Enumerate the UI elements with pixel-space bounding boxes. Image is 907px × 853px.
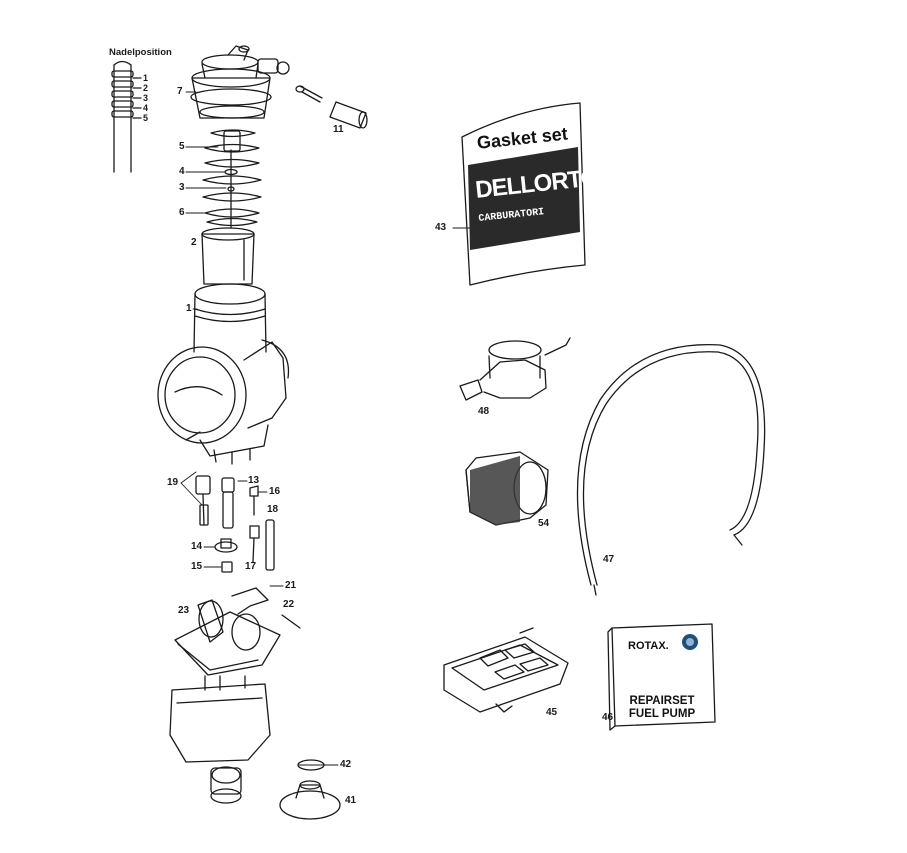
needle-position-4: 4 [143, 103, 149, 113]
part-label-4: 4 [179, 166, 185, 177]
float-assembly-illustration [174, 587, 301, 676]
part-label-11: 11 [333, 124, 344, 135]
part-label-48: 48 [478, 406, 490, 417]
adjuster-fitting-illustration [257, 58, 368, 129]
needle-position-title: Nadelposition [109, 47, 172, 58]
part-label-16: 16 [269, 486, 281, 497]
part-label-47: 47 [603, 554, 615, 565]
top-cap-illustration [190, 45, 272, 119]
fuel-filter-illustration [459, 337, 571, 401]
part-label-21: 21 [285, 580, 297, 591]
sleeve-shading [470, 456, 520, 525]
rotax-brand: ROTAX. [628, 640, 669, 652]
needle-gauge-illustration [111, 60, 142, 173]
carburetor-body-illustration [157, 283, 290, 465]
needle-position-3: 3 [143, 93, 149, 103]
needle-position-2: 2 [143, 83, 149, 93]
part-label-1: 1 [186, 303, 192, 314]
float-bowl-illustration [169, 675, 271, 804]
part-label-22: 22 [283, 599, 295, 610]
rotax-card-line-1: REPAIRSET [629, 695, 695, 707]
part-label-42: 42 [340, 759, 352, 770]
part-label-23: 23 [178, 605, 190, 616]
part-label-46: 46 [602, 712, 614, 723]
rotax-card-line-2: FUEL PUMP [628, 708, 696, 720]
part-label-5: 5 [179, 141, 185, 152]
rotax-card-illustration [607, 623, 716, 731]
drain-plug-illustration [279, 759, 341, 820]
part-label-2: 2 [191, 237, 197, 248]
needle-position-1: 1 [143, 73, 149, 83]
gasket-brand-panel [468, 147, 580, 250]
part-label-18: 18 [267, 504, 279, 515]
part-label-14: 14 [191, 541, 203, 552]
spring-needle-illustration [202, 129, 262, 229]
part-label-19: 19 [167, 477, 179, 488]
leader-lines [180, 91, 471, 766]
throttle-cable-illustration [576, 343, 766, 596]
fuel-pump-plate-illustration [443, 627, 569, 713]
part-label-17: 17 [245, 561, 257, 572]
gasket-package-illustration [461, 102, 586, 286]
part-label-3: 3 [179, 182, 185, 193]
filled-areas [468, 147, 698, 650]
needle-position-5: 5 [143, 113, 149, 123]
part-label-41: 41 [345, 795, 357, 806]
part-label-15: 15 [191, 561, 203, 572]
rotax-emblem-inner [686, 638, 694, 646]
part-label-54: 54 [538, 518, 550, 529]
part-label-13: 13 [248, 475, 260, 486]
part-label-45: 45 [546, 707, 558, 718]
throttle-slide-illustration [201, 227, 255, 285]
part-label-6: 6 [179, 207, 185, 218]
part-label-43: 43 [435, 222, 447, 233]
jets-illustration [195, 475, 275, 573]
part-label-7: 7 [177, 86, 183, 97]
